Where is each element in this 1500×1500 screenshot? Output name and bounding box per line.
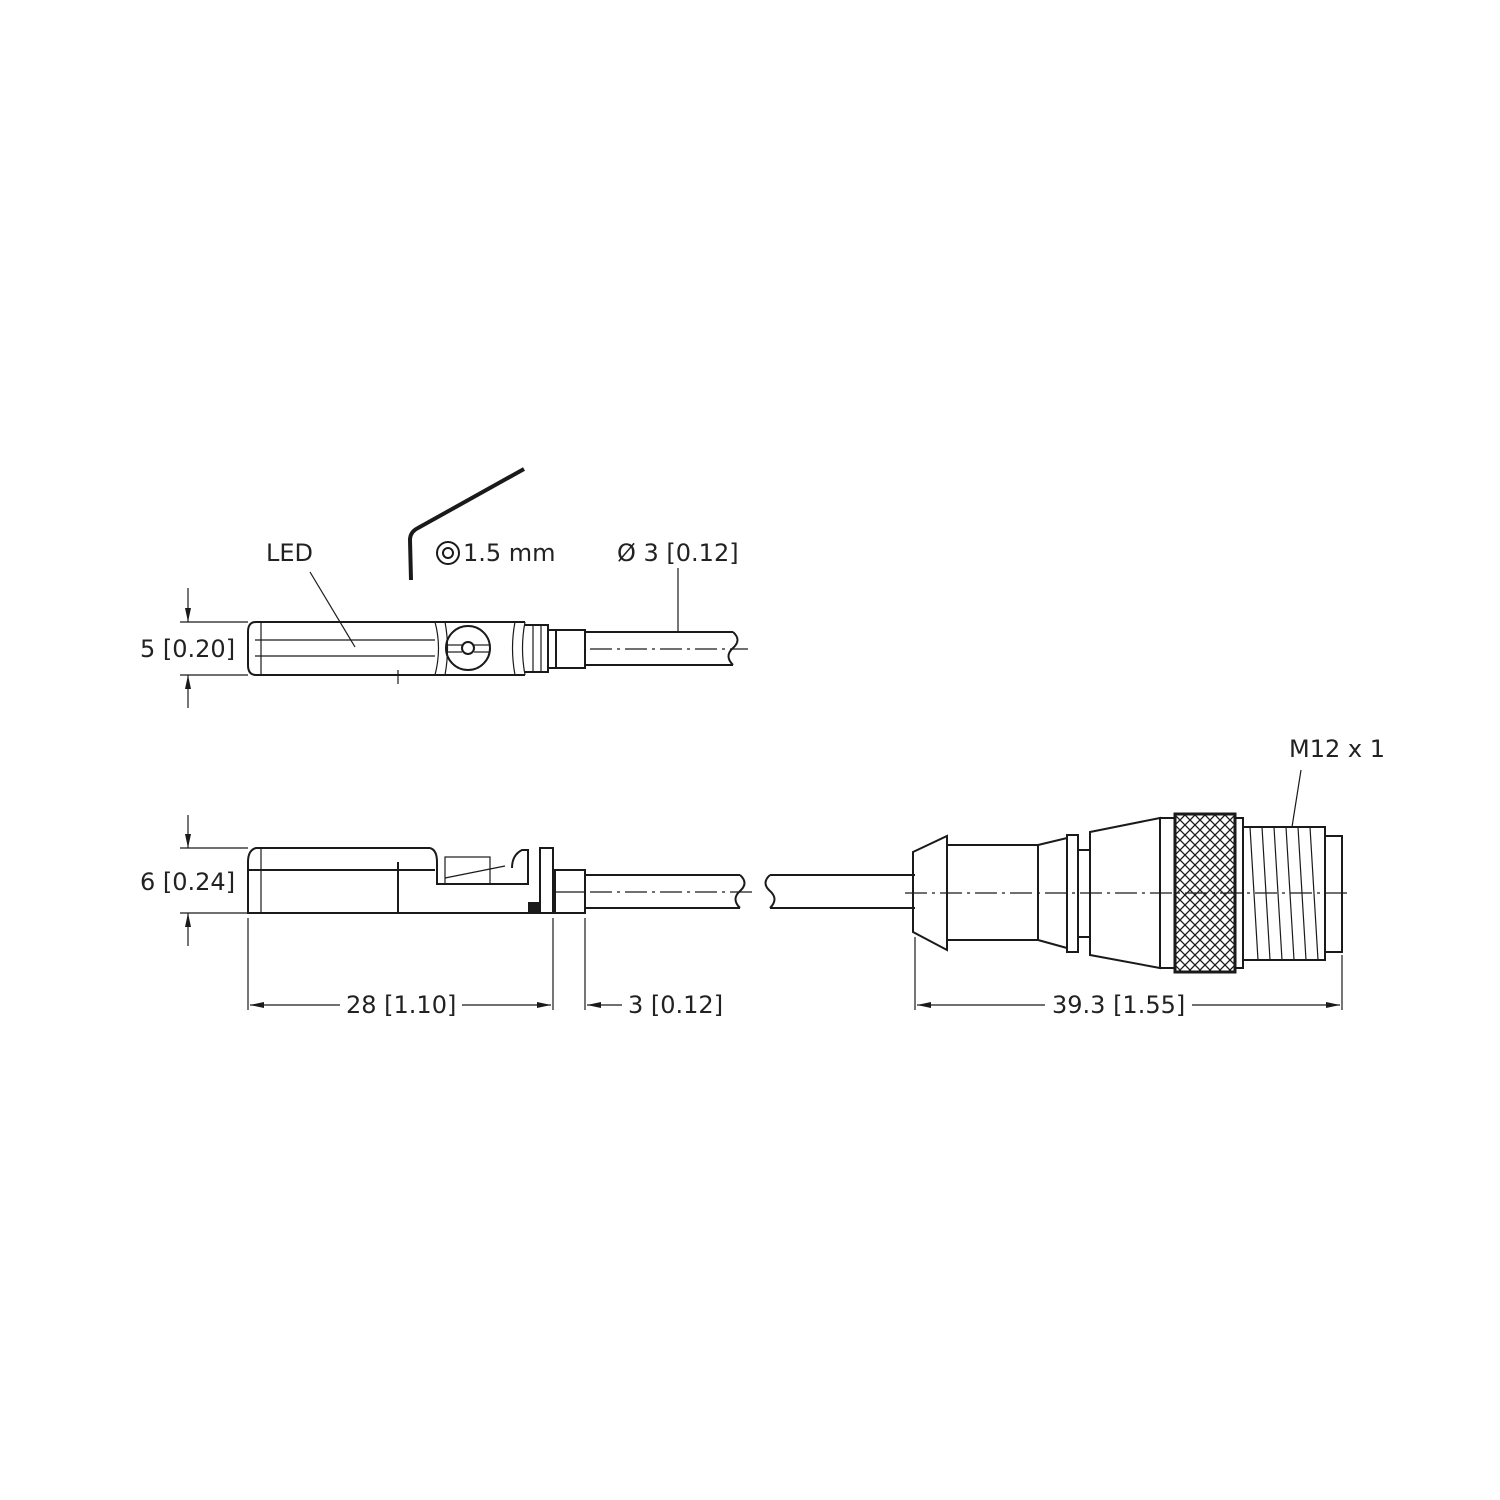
hex-key-icon	[407, 467, 525, 581]
cable-diameter-label: Ø 3 [0.12]	[617, 539, 739, 567]
height-dimension-side: 6 [0.24]	[140, 815, 248, 946]
led-label: LED	[266, 539, 313, 567]
led-leader	[309, 571, 356, 648]
m12-connector	[905, 812, 1352, 974]
height-dim-label: 5 [0.20]	[140, 635, 235, 663]
screw-drive-icon	[436, 541, 460, 565]
tool-size-label: 1.5 mm	[463, 539, 556, 567]
height-dimension-top: 5 [0.20]	[140, 588, 248, 708]
sleeve-length-label: 3 [0.12]	[628, 991, 723, 1019]
height-dim-label-side: 6 [0.24]	[140, 868, 235, 896]
length-dimensions: 28 [1.10] 3 [0.12] 39.3 [1.55]	[247, 918, 1343, 1019]
top-view-sensor	[247, 621, 748, 684]
thread-label: M12 x 1	[1289, 735, 1385, 763]
body-length-label: 28 [1.10]	[346, 991, 456, 1019]
adjustment-screw	[445, 625, 491, 671]
connector-length-label: 39.3 [1.55]	[1052, 991, 1185, 1019]
side-view-sensor	[247, 847, 915, 914]
